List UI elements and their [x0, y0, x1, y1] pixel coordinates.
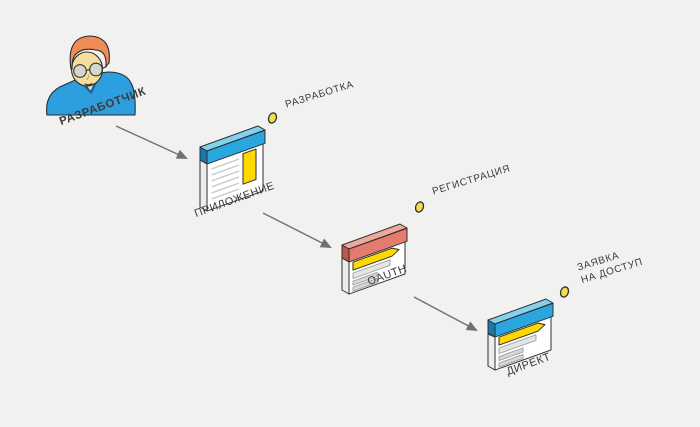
app-window-text-lines	[211, 158, 239, 200]
avatar-glasses-arm	[101, 65, 108, 70]
app-window-header	[206, 129, 266, 165]
window-app	[199, 125, 266, 212]
avatar-mouth	[84, 83, 93, 86]
developer-avatar-icon	[46, 35, 136, 116]
direct-window-bar	[498, 354, 524, 368]
avatar-glasses-bridge	[85, 69, 91, 72]
avatar-nose	[86, 74, 90, 81]
oauth-window-side-face	[341, 257, 350, 295]
event-label-development: РАЗРАБОТКА	[284, 79, 356, 112]
arrow-developer-to-app	[115, 125, 188, 159]
direct-window-bar	[498, 347, 524, 362]
app-window-banner	[242, 148, 257, 185]
oauth-window-bar	[352, 259, 391, 280]
direct-window-side-face	[487, 333, 496, 371]
oauth-window-bar	[352, 272, 378, 286]
event-dot-icon	[559, 286, 570, 298]
window-oauth	[341, 223, 408, 295]
oauth-window-header	[348, 227, 408, 263]
avatar-hair	[69, 35, 110, 70]
event-label-line: РАЗРАБОТКА	[284, 79, 356, 111]
arrow-oauth-to-direct	[413, 296, 478, 331]
avatar-glasses-left-lens	[73, 64, 87, 78]
direct-window-flag-banner	[498, 322, 546, 346]
window-direct	[487, 298, 554, 371]
event-dot-icon	[267, 112, 278, 124]
oauth-window-bar	[352, 278, 378, 292]
avatar-glasses-right-lens	[89, 62, 103, 77]
oauth-window-flag-banner	[352, 247, 400, 271]
event-label-line: РЕГИСТРАЦИЯ	[431, 163, 512, 198]
arrow-app-to-oauth	[262, 212, 332, 248]
direct-window-header	[494, 302, 554, 338]
event-label-access-request: ЗАЯВКА НА ДОСТУП	[576, 244, 645, 287]
direct-window-bar	[498, 334, 537, 355]
event-label-registration: РЕГИСТРАЦИЯ	[431, 163, 512, 199]
event-dot-icon	[414, 201, 425, 213]
